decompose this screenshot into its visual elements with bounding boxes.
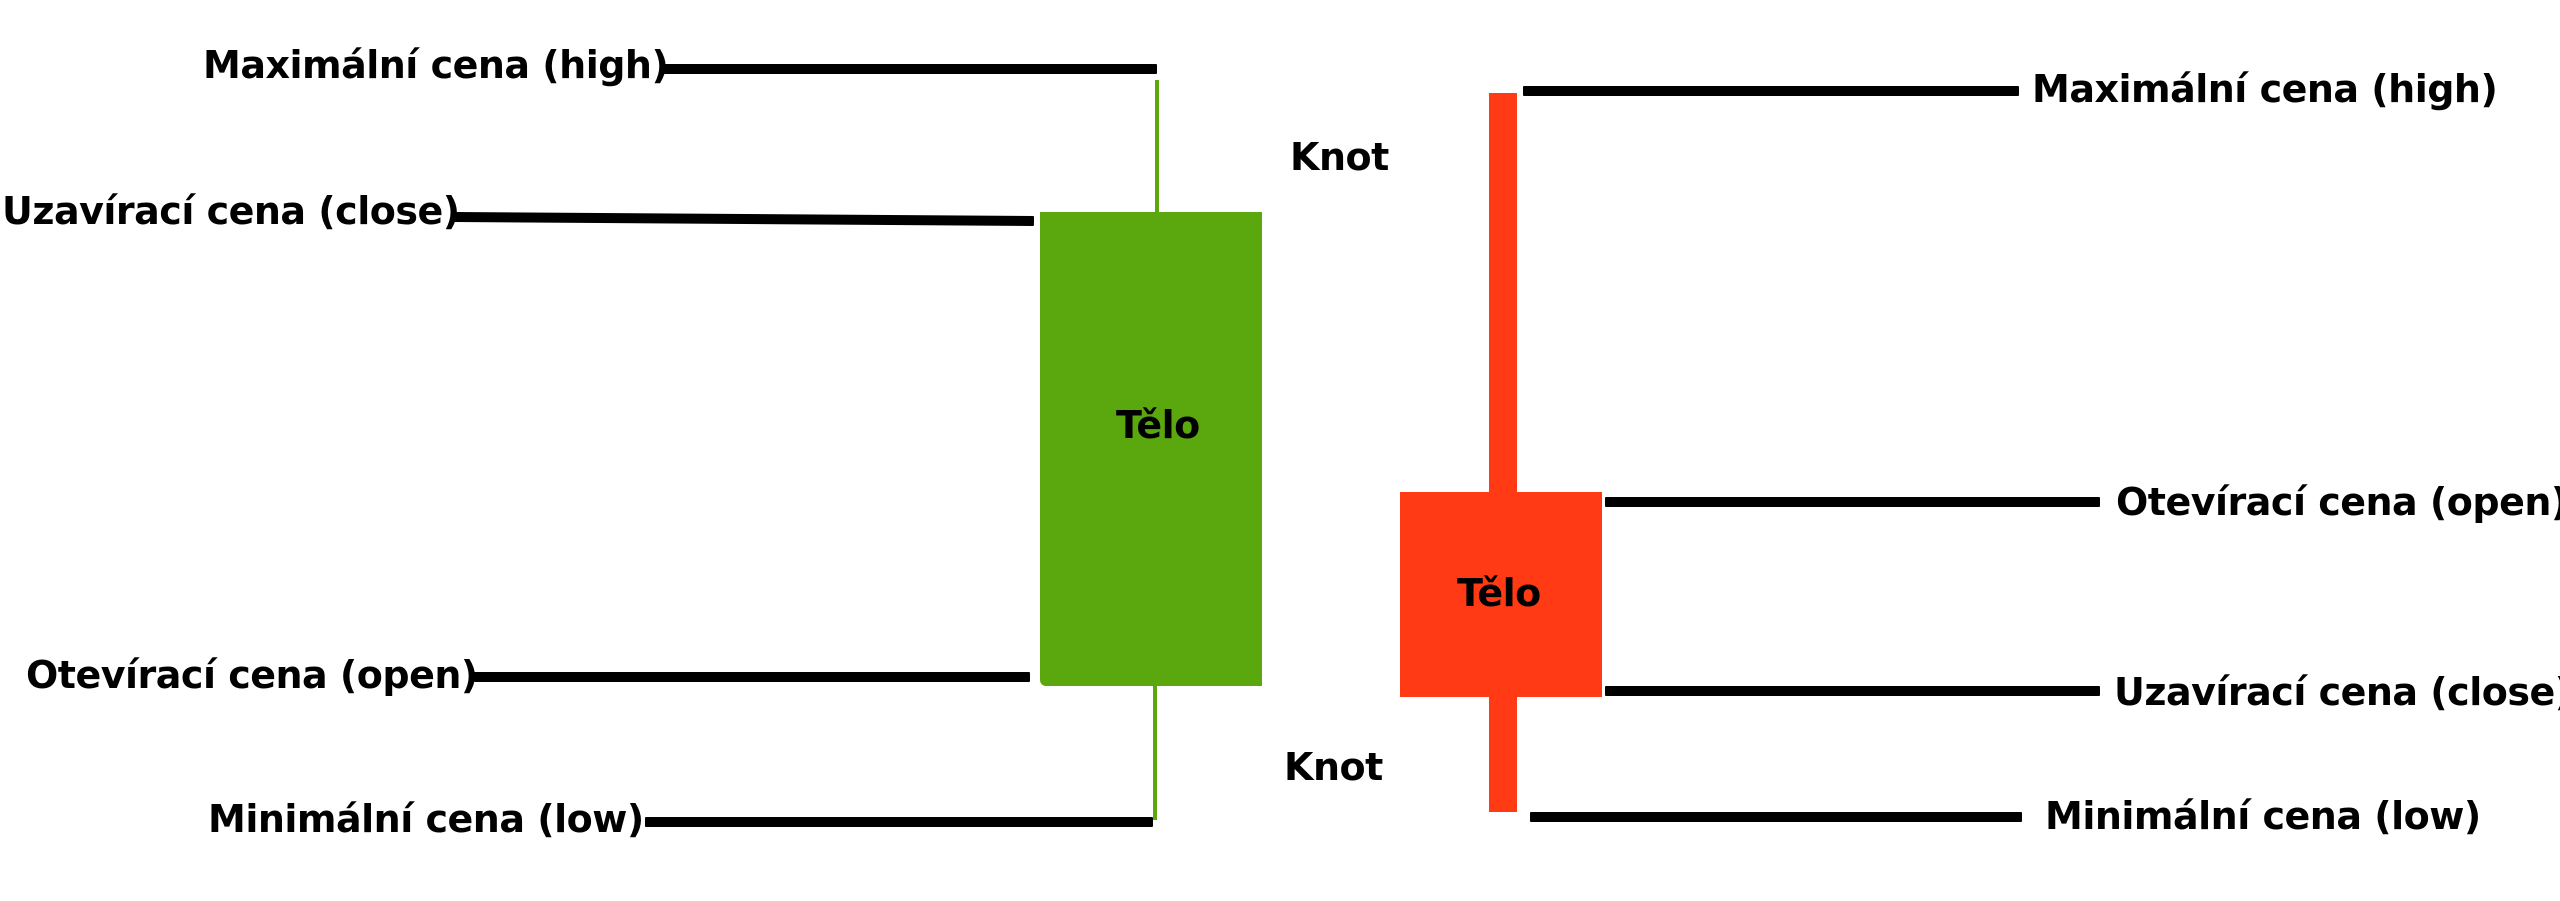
bullish-open-label: Otevírací cena (open) bbox=[26, 653, 478, 697]
bullish-body-label: Tělo bbox=[1116, 403, 1200, 447]
bullish-close-label: Uzavírací cena (close) bbox=[2, 189, 460, 233]
bullish-body bbox=[1040, 212, 1262, 686]
bearish-low-leader bbox=[1530, 812, 2022, 822]
bullish-high-leader bbox=[661, 64, 1157, 74]
bearish-low-label: Minimální cena (low) bbox=[2045, 794, 2481, 838]
bullish-close-leader bbox=[453, 212, 1035, 227]
bearish-body bbox=[1400, 492, 1602, 697]
bearish-close-label: Uzavírací cena (close) bbox=[2114, 670, 2560, 714]
bearish-open-leader bbox=[1605, 497, 2100, 507]
bearish-high-label: Maximální cena (high) bbox=[2032, 67, 2498, 111]
lower-wick-label: Knot bbox=[1284, 745, 1383, 789]
bullish-low-leader bbox=[645, 817, 1153, 827]
bearish-body-label: Tělo bbox=[1457, 571, 1541, 615]
bearish-high-leader bbox=[1523, 86, 2019, 96]
bullish-upper-wick bbox=[1155, 80, 1159, 214]
bullish-lower-wick bbox=[1153, 686, 1157, 820]
bullish-high-label: Maximální cena (high) bbox=[203, 43, 669, 87]
bearish-close-leader bbox=[1605, 686, 2100, 696]
bearish-open-label: Otevírací cena (open) bbox=[2116, 480, 2560, 524]
bullish-open-leader bbox=[474, 672, 1030, 682]
upper-wick-label: Knot bbox=[1290, 135, 1389, 179]
bullish-low-label: Minimální cena (low) bbox=[208, 797, 644, 841]
bearish-wick bbox=[1489, 93, 1517, 812]
